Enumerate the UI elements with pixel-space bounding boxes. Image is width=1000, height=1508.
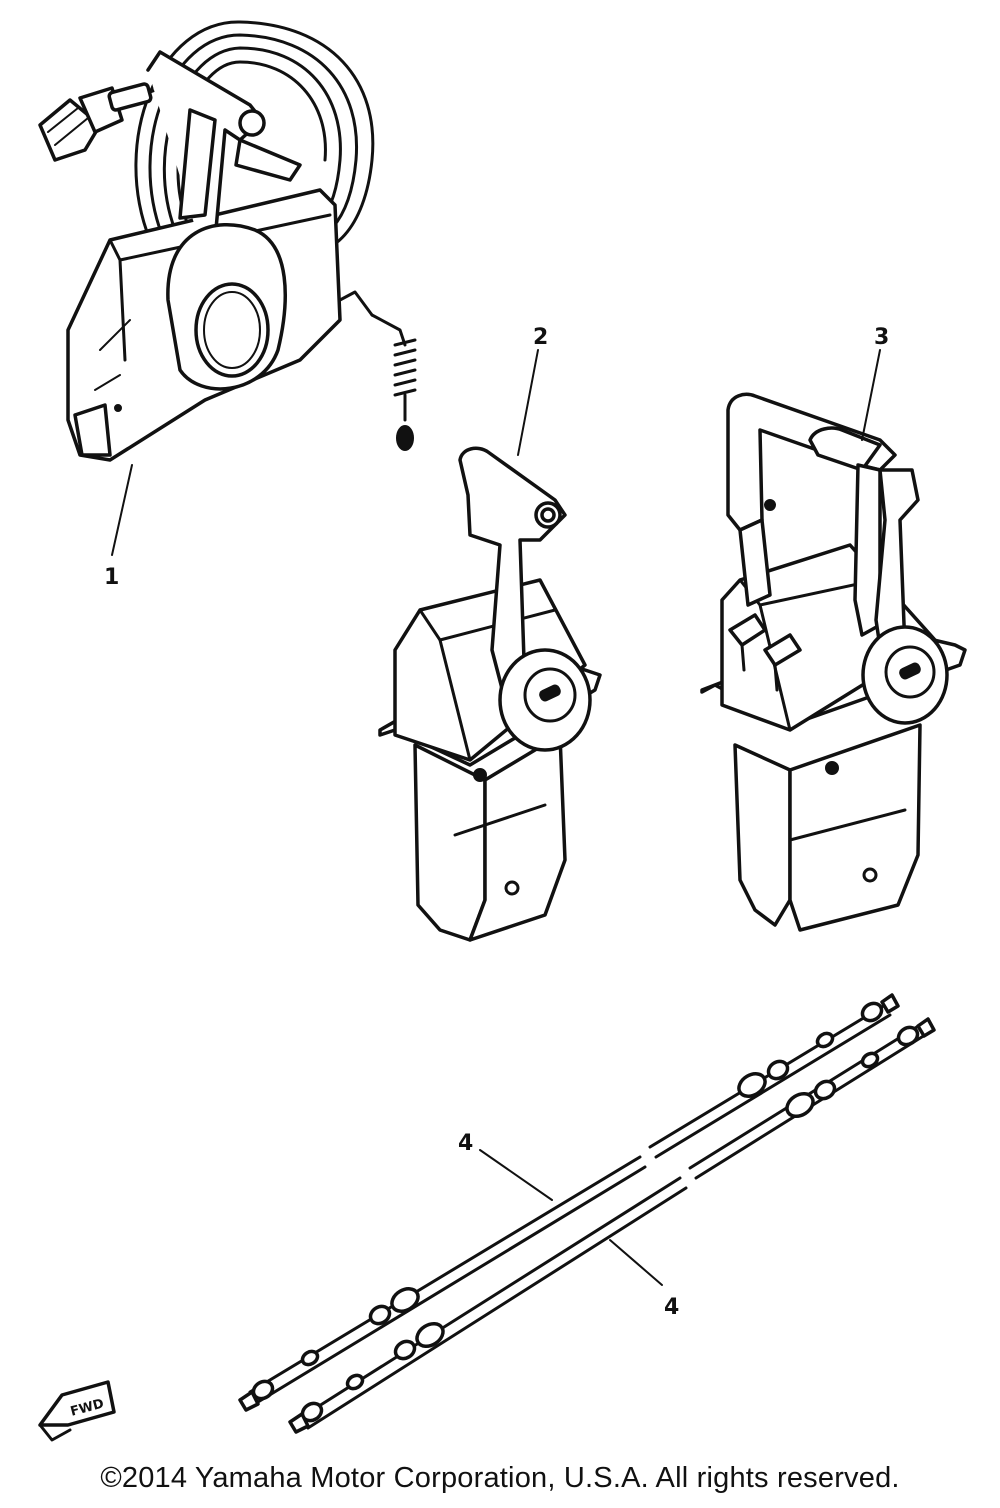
part-1-side-mount-control xyxy=(38,20,417,556)
cable-connector-plug xyxy=(38,82,172,162)
leader-line-3 xyxy=(861,349,881,441)
callout-4b: 4 xyxy=(664,1295,679,1320)
forward-direction-arrow-icon: FWD xyxy=(38,1380,116,1442)
dual-handle-u xyxy=(726,392,897,532)
callout-3: 3 xyxy=(874,325,889,350)
callout-2: 2 xyxy=(533,325,548,350)
leader-line-4a xyxy=(479,1149,553,1201)
part-4-control-cables xyxy=(238,993,936,1434)
leader-line-4b xyxy=(609,1239,663,1286)
part-3-dual-lever-control xyxy=(700,349,967,932)
leader-line-1 xyxy=(111,464,133,556)
leader-line-2 xyxy=(517,349,539,456)
copyright-notice: ©2014 Yamaha Motor Corporation, U.S.A. A… xyxy=(100,1462,900,1494)
return-spring xyxy=(338,290,417,451)
part-2-single-lever-control xyxy=(378,349,602,942)
callout-1: 1 xyxy=(104,565,119,590)
callout-4a: 4 xyxy=(458,1131,473,1156)
